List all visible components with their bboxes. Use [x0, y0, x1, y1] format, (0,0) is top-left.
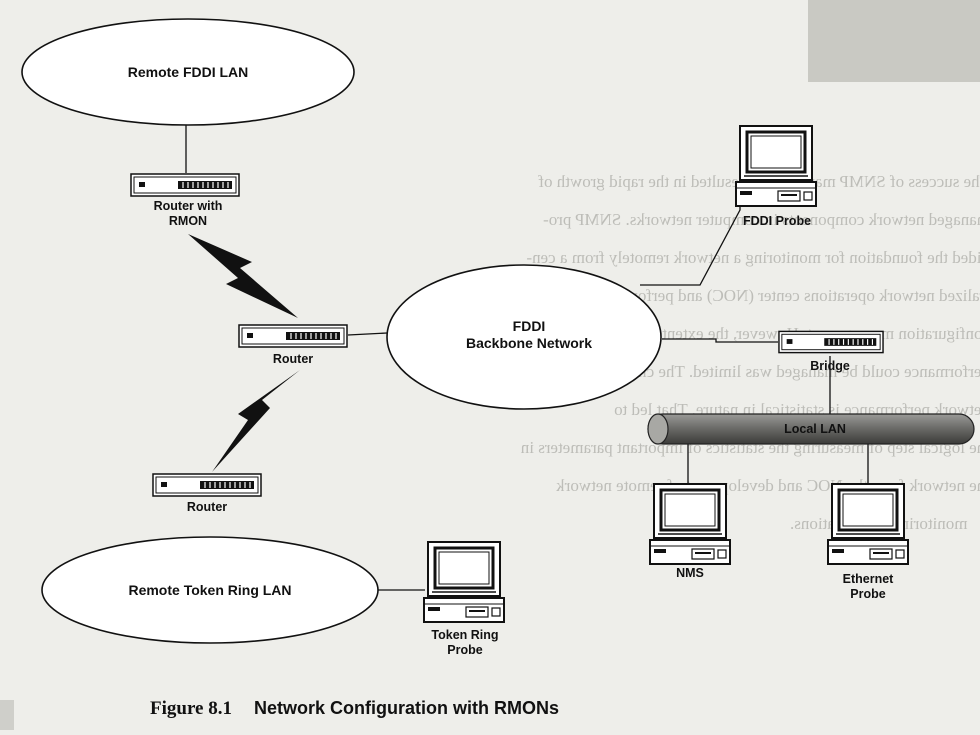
bridge-device	[778, 330, 884, 354]
remote-token-ring-label: Remote Token Ring LAN	[128, 582, 292, 598]
router-with-rmon-label: Router with RMON	[153, 199, 223, 228]
wan-link-lightning	[212, 370, 300, 472]
page-edge-shadow	[0, 700, 14, 730]
wan-link-lightning	[188, 234, 298, 318]
router-with-rmon-device	[130, 173, 240, 197]
router-device	[152, 473, 262, 497]
ethernet-probe-label: Ethernet Probe	[842, 572, 894, 601]
nms-computer	[648, 482, 732, 566]
page-corner-shadow	[808, 0, 980, 82]
fddi-backbone-label: FDDI Backbone Network	[465, 318, 593, 351]
fddi-probe-computer	[734, 124, 818, 208]
local-lan-cable-end	[647, 413, 669, 445]
link-router-backbone	[347, 332, 388, 336]
local-lan-label: Local LAN	[784, 422, 846, 436]
router-label: Router	[272, 352, 314, 366]
ethernet-probe-computer	[826, 482, 910, 566]
token-ring-probe-computer	[422, 540, 506, 624]
token-ring-probe-label: Token Ring Probe	[431, 628, 499, 657]
link-backbone-bridge	[662, 338, 778, 343]
remote-token-ring-ellipse	[41, 536, 379, 644]
bridge-label: Bridge	[810, 359, 850, 373]
router-device	[238, 324, 348, 348]
fddi-backbone-ellipse	[386, 264, 662, 410]
figure-number: Figure 8.1	[150, 698, 232, 719]
fddi-probe-label: FDDI Probe	[742, 214, 812, 228]
link-backbone-fddi-probe	[640, 190, 741, 286]
nms-label: NMS	[676, 566, 704, 580]
router-label: Router	[186, 500, 228, 514]
figure-caption: Figure 8.1 Network Configuration with RMO…	[150, 698, 559, 720]
figure-title: Network Configuration with RMONs	[253, 698, 559, 718]
remote-fddi-lan-label: Remote FDDI LAN	[127, 64, 249, 80]
remote-fddi-lan-ellipse	[21, 18, 355, 126]
